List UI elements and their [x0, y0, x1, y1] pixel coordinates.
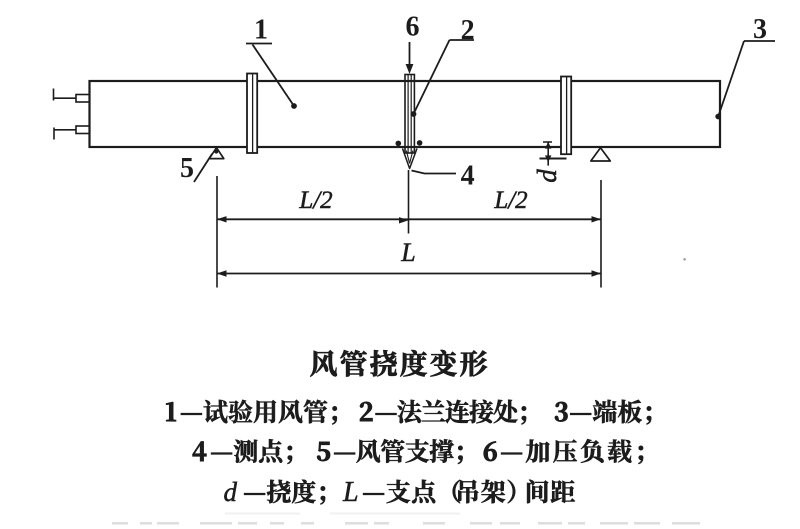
svg-text:6: 6 — [406, 12, 420, 43]
svg-text:5: 5 — [180, 153, 194, 184]
svg-text:d: d — [532, 169, 562, 183]
svg-text:L: L — [400, 238, 415, 267]
svg-text:3: 3 — [753, 14, 767, 45]
svg-text:4: 4 — [461, 161, 475, 192]
svg-text:d: d — [224, 477, 238, 507]
svg-text:L/2: L/2 — [493, 187, 527, 214]
svg-text:L/2: L/2 — [298, 187, 332, 214]
svg-text:2: 2 — [461, 15, 475, 46]
svg-text:L: L — [342, 477, 359, 508]
svg-text:1: 1 — [254, 15, 268, 46]
